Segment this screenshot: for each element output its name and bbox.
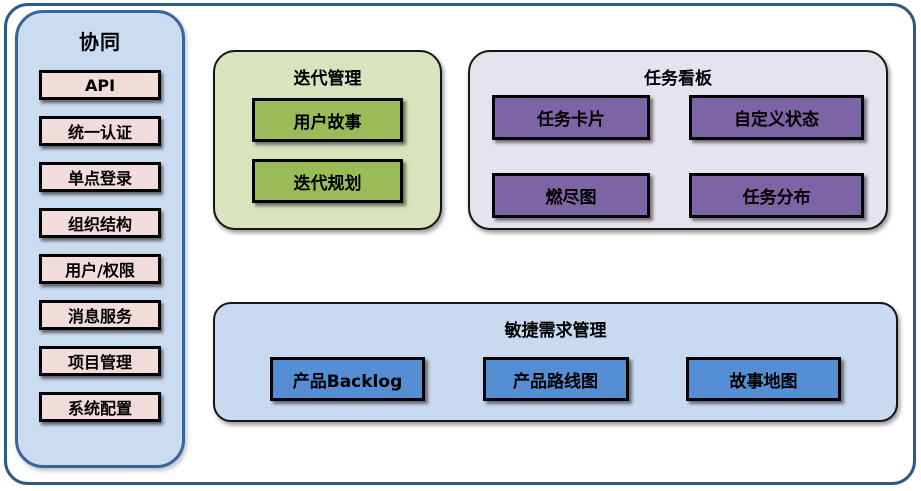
sidebar-item-label: 用户/权限 [65,261,135,280]
block-label: 迭代规划 [293,173,362,194]
agile-group-title: 敏捷需求管理 [504,321,607,341]
task-board-button-grid: 任务卡片 自定义状态 燃尽图 任务分布 [470,89,886,218]
block-custom-status: 自定义状态 [689,95,864,140]
sidebar-item-org-structure: 组织结构 [39,208,161,238]
block-label: 任务卡片 [537,110,605,130]
block-user-story: 用户故事 [252,98,403,142]
sidebar-collaboration-group: 协同 API 统一认证 单点登录 组织结构 用户/权限 消息服务 项目管理 [15,10,185,468]
block-story-map: 故事地图 [686,357,841,401]
block-product-backlog: 产品Backlog [270,357,425,401]
task-board-group-title: 任务看板 [644,69,712,89]
task-board-group: 任务看板 任务卡片 自定义状态 燃尽图 任务分布 [468,50,888,230]
sidebar-item-project-management: 项目管理 [39,346,161,376]
sidebar-item-system-config: 系统配置 [39,392,161,422]
sidebar-item-label: 项目管理 [67,353,132,372]
iteration-management-group: 迭代管理 用户故事 迭代规划 [213,50,442,230]
block-iteration-planning: 迭代规划 [252,159,403,203]
sidebar-item-api: API [39,70,161,100]
block-label: 自定义状态 [734,110,819,130]
block-label: 故事地图 [729,371,798,392]
sidebar-item-label: 组织结构 [67,215,132,234]
sidebar-item-label: 统一认证 [67,123,132,142]
block-label: 产品路线图 [513,371,598,392]
sidebar-item-message-service: 消息服务 [39,300,161,330]
agile-button-row: 产品Backlog 产品路线图 故事地图 [215,357,896,401]
block-label: 产品Backlog [292,371,403,392]
agile-requirements-group: 敏捷需求管理 产品Backlog 产品路线图 故事地图 [213,302,898,422]
sidebar-item-users-permissions: 用户/权限 [39,254,161,284]
sidebar-item-label: 消息服务 [67,307,132,326]
block-label: 用户故事 [293,112,362,133]
sidebar-item-label: 系统配置 [67,399,132,418]
block-burndown-chart: 燃尽图 [492,173,650,218]
sidebar-item-single-sign-on: 单点登录 [39,162,161,192]
block-product-roadmap: 产品路线图 [482,357,629,401]
iteration-button-list: 用户故事 迭代规划 [215,98,440,203]
sidebar-item-list: API 统一认证 单点登录 组织结构 用户/权限 消息服务 项目管理 系统配置 [18,70,182,422]
block-task-distribution: 任务分布 [689,173,864,218]
sidebar-item-label: 单点登录 [67,169,132,188]
iteration-group-title: 迭代管理 [293,69,362,89]
sidebar-title: 协同 [79,30,121,54]
sidebar-item-unified-auth: 统一认证 [39,116,161,146]
sidebar-item-label: API [84,75,116,95]
block-label: 任务分布 [742,188,811,208]
block-task-card: 任务卡片 [492,95,650,140]
block-label: 燃尽图 [545,188,597,208]
